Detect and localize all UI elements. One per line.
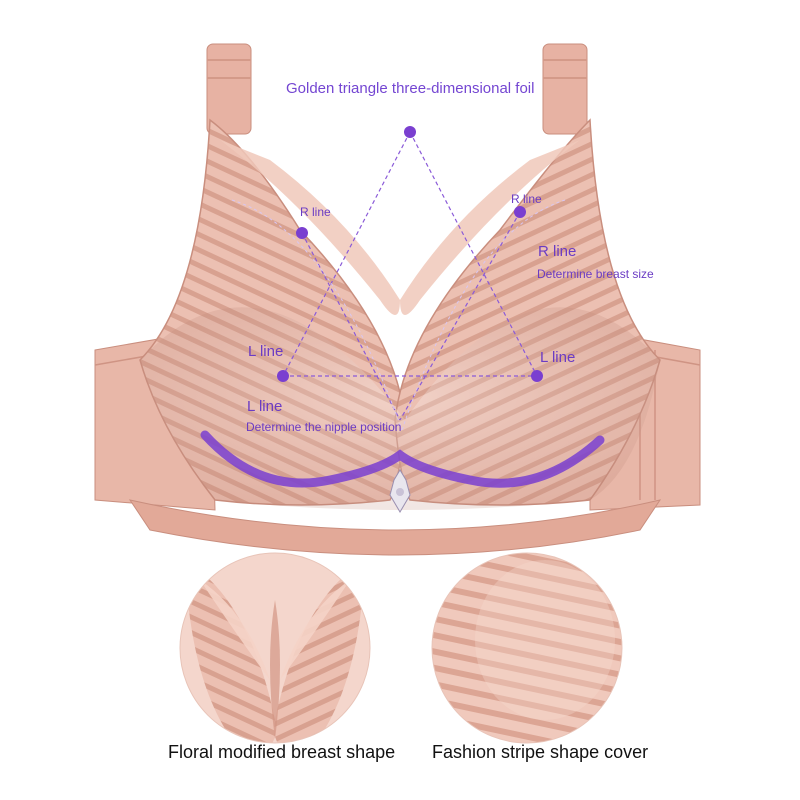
r-line-heading: R line bbox=[538, 243, 577, 260]
r-line-left-dot bbox=[296, 227, 308, 239]
r-line-right-label: R line bbox=[511, 192, 542, 206]
jewel-pendant bbox=[389, 469, 411, 513]
l-line-right-dot bbox=[531, 370, 543, 382]
stripe-detail-image bbox=[432, 553, 622, 743]
r-line-right-dot bbox=[514, 206, 526, 218]
triangle-lines bbox=[282, 131, 538, 421]
bra-band bbox=[128, 499, 662, 556]
apex-dot bbox=[404, 126, 416, 138]
l-line-left-label: L line bbox=[248, 343, 284, 360]
left-strap bbox=[206, 43, 252, 135]
left-lace bbox=[220, 140, 400, 315]
caption-stripe: Fashion stripe shape cover bbox=[432, 742, 649, 762]
l-line-left-dot bbox=[277, 370, 289, 382]
l-line-description: Determine the nipple position bbox=[246, 420, 402, 434]
l-line-heading: L line bbox=[247, 398, 283, 415]
right-strap bbox=[542, 43, 588, 135]
r-line-description: Determine breast size bbox=[537, 267, 654, 281]
l-line-right-label: L line bbox=[540, 349, 576, 366]
annotation-title: Golden triangle three-dimensional foil bbox=[286, 80, 535, 97]
right-lace bbox=[400, 140, 580, 315]
caption-floral: Floral modified breast shape bbox=[168, 742, 396, 762]
underwire-curve bbox=[200, 430, 605, 488]
r-line-left-label: R line bbox=[300, 205, 331, 219]
floral-detail-image bbox=[180, 553, 370, 743]
